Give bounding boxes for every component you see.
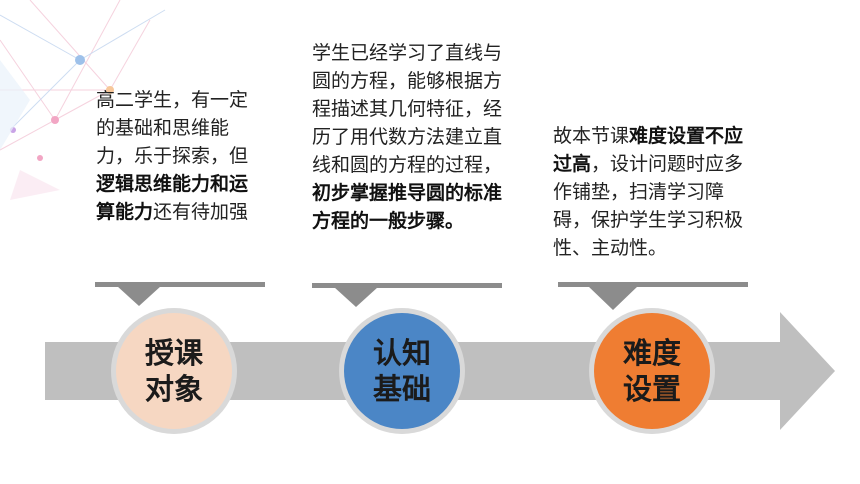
- foundation-text-emphasis: 初步掌握推导圆的标准方程的一般步骤。: [312, 182, 503, 232]
- circle-cognitive-foundation-line1: 认知: [372, 336, 431, 370]
- difficulty-text-intro: 故本节课: [553, 125, 630, 147]
- circle-difficulty-setting-line2: 设置: [622, 372, 681, 406]
- difficulty-text-end: ，设计问题时应多作铺垫，扫清学习障碍，保护学生学习积极性、主动性。: [553, 153, 744, 259]
- audience-description: 高二学生，有一定的基础和思维能力，乐于探索，但逻辑思维能力和运算能力还有待加强: [96, 86, 266, 226]
- difficulty-text-emphasis: 难度设置不应过高: [553, 125, 744, 175]
- circle-difficulty-setting: 难度 设置: [594, 313, 710, 429]
- audience-text-intro: 高二学生，有一定的基础和思维能力，乐于探索，但: [96, 89, 249, 167]
- pointer-column1: [95, 282, 265, 306]
- pointer-column3: [558, 282, 748, 310]
- circle-teaching-audience: 授课 对象: [116, 313, 232, 429]
- audience-text-end: 还有待加强: [153, 201, 249, 223]
- circle-difficulty-setting-line1: 难度: [622, 336, 681, 370]
- difficulty-setting-description: 故本节课难度设置不应过高，设计问题时应多作铺垫，扫清学习障碍，保护学生学习积极性…: [553, 122, 751, 262]
- circle-cognitive-foundation-line2: 基础: [372, 372, 431, 406]
- cognitive-foundation-description: 学生已经学习了直线与圆的方程，能够根据方程描述其几何特征，经历了用代数方法建立直…: [312, 39, 508, 235]
- circle-teaching-audience-line2: 对象: [144, 372, 203, 406]
- audience-text-emphasis: 逻辑思维能力和运算能力: [96, 173, 249, 223]
- foundation-text-intro: 学生已经学习了直线与圆的方程，能够根据方程描述其几何特征，经历了用代数方法建立直…: [312, 42, 503, 176]
- circle-teaching-audience-line1: 授课: [144, 336, 203, 370]
- circle-cognitive-foundation: 认知 基础: [344, 313, 460, 429]
- pointer-column2: [312, 283, 502, 307]
- decorative-network-graphic: [0, 0, 166, 200]
